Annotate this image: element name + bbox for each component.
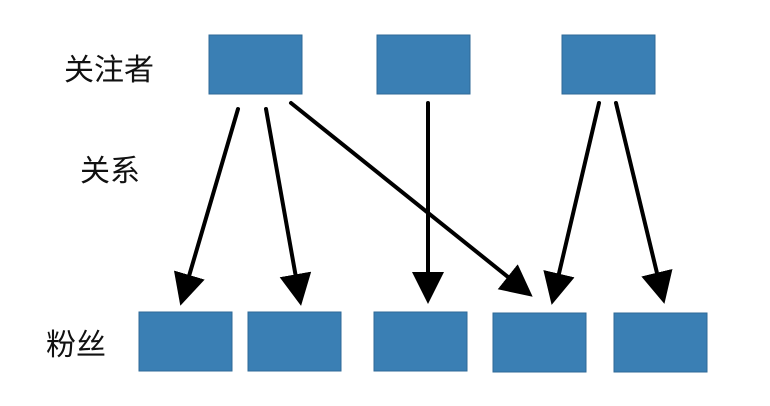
arrow-follower-1-to-fan-1 — [173, 107, 240, 306]
fan-3-box — [373, 311, 468, 372]
fan-5-box — [613, 312, 708, 373]
arrow-follower-3-to-fan-5 — [614, 101, 673, 304]
relation-arrows — [173, 101, 673, 306]
follower-2-box — [376, 34, 471, 95]
arrow-follower-3-to-fan-4 — [543, 101, 601, 305]
follower-1-box — [208, 34, 303, 95]
fans-row-label: 粉丝 — [46, 328, 106, 363]
relation-row-label: 关系 — [80, 154, 140, 189]
followers-row-label: 关注者 — [64, 53, 154, 88]
arrow-follower-1-to-fan-4 — [289, 101, 533, 297]
fan-2-box — [247, 311, 342, 372]
node-boxes — [138, 34, 708, 373]
fan-1-box — [138, 311, 233, 372]
arrow-follower-1-to-fan-2 — [264, 107, 312, 306]
follower-3-box — [561, 34, 656, 95]
fan-4-box — [492, 312, 587, 373]
